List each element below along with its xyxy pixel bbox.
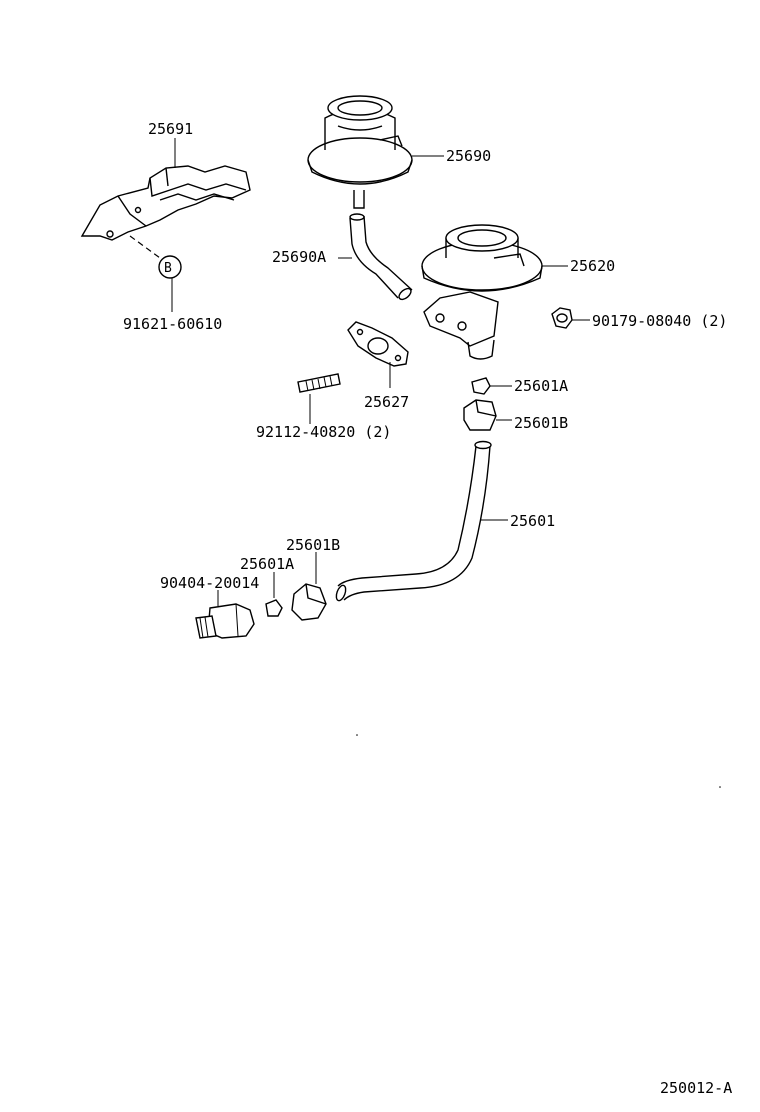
label-90404-20014: 90404-20014 xyxy=(160,574,259,592)
vacuum-modulator-25690[interactable] xyxy=(307,95,413,209)
bracket-25691[interactable] xyxy=(80,165,251,241)
circle-b-marker xyxy=(158,255,182,279)
stray-dot-2 xyxy=(719,786,721,788)
label-25690A: 25690A xyxy=(272,248,326,266)
egr-valve-25620[interactable] xyxy=(421,224,543,360)
label-90179-08040: 90179-08040 (2) xyxy=(592,312,727,330)
label-25620: 25620 xyxy=(570,257,615,275)
label-25601B-low: 25601B xyxy=(286,536,340,554)
label-25601A-top: 25601A xyxy=(514,377,568,395)
label-25601A-low: 25601A xyxy=(240,555,294,573)
pipe-25601[interactable] xyxy=(335,440,492,602)
label-25691: 25691 xyxy=(148,120,193,138)
union-90404[interactable] xyxy=(195,603,255,639)
label-91621-60610: 91621-60610 xyxy=(123,315,222,333)
stud-92112[interactable] xyxy=(297,373,341,393)
label-25627: 25627 xyxy=(364,393,409,411)
label-92112-40820: 92112-40820 (2) xyxy=(256,423,391,441)
hose-25690A[interactable] xyxy=(349,213,413,302)
sleeve-25601A-low[interactable] xyxy=(265,599,283,617)
label-25601: 25601 xyxy=(510,512,555,530)
figure-code: 250012-A xyxy=(660,1079,732,1097)
label-circle-b: B xyxy=(164,261,172,276)
union-nut-25601B-top[interactable] xyxy=(463,399,497,431)
union-nut-25601B-low[interactable] xyxy=(291,583,327,621)
dashed-link-b xyxy=(129,235,161,259)
sleeve-25601A-top[interactable] xyxy=(471,377,491,395)
label-25690: 25690 xyxy=(446,147,491,165)
nut-90179[interactable] xyxy=(551,307,573,329)
gasket-25627[interactable] xyxy=(347,321,409,367)
label-25601B-top: 25601B xyxy=(514,414,568,432)
stray-dot-1 xyxy=(356,734,358,736)
